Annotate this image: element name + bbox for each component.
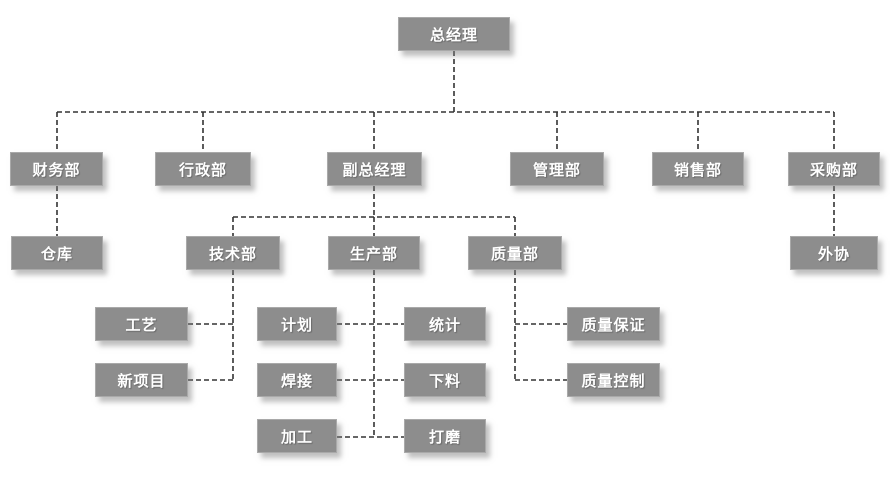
org-node-production-dept: 生产部 bbox=[328, 236, 420, 270]
org-node-planning: 计划 bbox=[257, 307, 337, 341]
org-node-process: 工艺 bbox=[95, 307, 188, 341]
org-node-welding: 焊接 bbox=[257, 363, 337, 397]
org-node-new-project: 新项目 bbox=[95, 363, 188, 397]
org-node-technology-dept: 技术部 bbox=[186, 236, 280, 270]
org-node-purchasing-dept: 采购部 bbox=[788, 152, 880, 186]
org-node-polishing: 打磨 bbox=[404, 419, 486, 453]
org-node-sales-dept: 销售部 bbox=[652, 152, 744, 186]
org-node-blanking: 下料 bbox=[404, 363, 486, 397]
org-node-general-manager: 总经理 bbox=[398, 17, 510, 51]
org-node-quality-dept: 质量部 bbox=[468, 236, 562, 270]
org-node-machining: 加工 bbox=[257, 419, 337, 453]
org-node-warehouse: 仓库 bbox=[11, 236, 103, 270]
org-node-quality-assurance: 质量保证 bbox=[567, 307, 660, 341]
org-node-quality-control: 质量控制 bbox=[567, 363, 660, 397]
org-node-statistics: 统计 bbox=[404, 307, 486, 341]
org-node-outsourcing: 外协 bbox=[790, 236, 878, 270]
org-node-finance-dept: 财务部 bbox=[10, 152, 103, 186]
org-node-management-dept: 管理部 bbox=[510, 152, 604, 186]
org-node-admin-dept: 行政部 bbox=[155, 152, 251, 186]
org-node-deputy-gm: 副总经理 bbox=[327, 152, 422, 186]
